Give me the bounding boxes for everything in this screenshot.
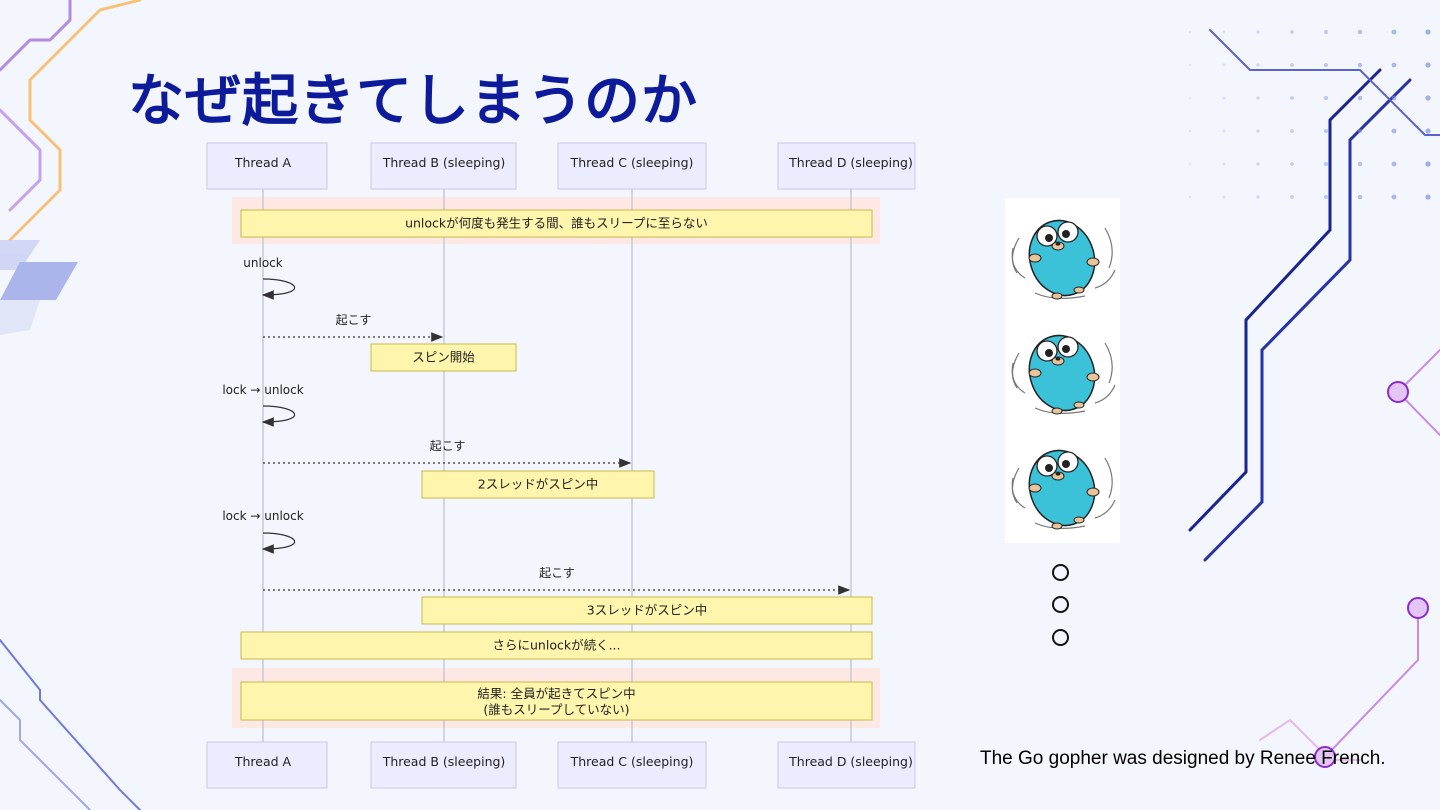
- self-call-label: lock → unlock: [222, 383, 303, 397]
- bullet-circle: [1052, 629, 1069, 646]
- gopher-credit: The Go gopher was designed by Renee Fren…: [980, 748, 1386, 769]
- note-box: [370, 343, 517, 372]
- participant-label: Thread C (sleeping): [570, 155, 694, 170]
- note-box: [421, 470, 655, 499]
- self-call-arrow: [261, 405, 296, 427]
- note-box: [240, 631, 873, 660]
- spinning-gopher-icon: [1011, 219, 1116, 300]
- participant-label: Thread C (sleeping): [570, 754, 694, 769]
- purple-nodes: [1314, 381, 1429, 768]
- note-text: スピン開始: [412, 350, 475, 365]
- left-blue-trace: [0, 639, 141, 810]
- note-box: [421, 596, 873, 625]
- note-box: [240, 209, 873, 238]
- message-label: 起こす: [430, 439, 466, 453]
- note-text: 2スレッドがスピン中: [478, 477, 598, 492]
- page-title: なぜ起きてしまうのか: [128, 69, 698, 134]
- self-call-arrow: [261, 532, 296, 554]
- top-right-trace: [1209, 29, 1440, 136]
- participant-box: [370, 741, 517, 789]
- participant-label: Thread B (sleeping): [382, 155, 506, 170]
- self-call-arrow: [261, 278, 296, 300]
- right-navy-trace: [1188, 68, 1382, 532]
- participant-label: Thread A: [234, 754, 292, 769]
- message-label: 起こす: [539, 566, 575, 580]
- bullet-circle: [1052, 596, 1069, 613]
- participant-box: [557, 142, 707, 190]
- spinning-gopher-icon: [1011, 334, 1116, 415]
- spinning-gopher-icon: [1011, 449, 1116, 530]
- top-left-purple-trace: [0, 0, 72, 72]
- self-call-label: unlock: [243, 256, 282, 270]
- participant-box: [370, 142, 517, 190]
- participant-box: [206, 741, 328, 789]
- participant-box: [206, 142, 328, 190]
- participant-label: Thread D (sleeping): [788, 754, 913, 769]
- note-text: 3スレッドがスピン中: [587, 603, 707, 618]
- bottom-right-purple-trace: [1324, 607, 1419, 758]
- left-polygon-shapes: [0, 240, 78, 335]
- participant-label: Thread A: [234, 155, 292, 170]
- bottom-right-trace: [1259, 718, 1361, 761]
- note-text: (誰もスリープしていない): [483, 702, 629, 717]
- participant-label: Thread B (sleeping): [382, 754, 506, 769]
- bullet-circle: [1052, 564, 1069, 581]
- participant-box: [777, 741, 916, 789]
- dot-grid-pattern: [1188, 29, 1431, 200]
- note-box: [240, 681, 873, 721]
- participant-box: [557, 741, 707, 789]
- note-text: 結果: 全員が起きてスピン中: [477, 686, 635, 701]
- self-call-label: lock → unlock: [222, 509, 303, 523]
- message-label: 起こす: [336, 313, 372, 327]
- left-blue-trace-2: [0, 699, 91, 810]
- participant-box: [777, 142, 916, 190]
- note-text: さらにunlockが続く...: [493, 638, 621, 653]
- gopher-image-panel: [1005, 198, 1120, 543]
- top-left-orange-trace: [8, 0, 142, 242]
- top-left-purple-trace-2: [0, 108, 42, 212]
- participant-label: Thread D (sleeping): [788, 155, 913, 170]
- note-text: unlockが何度も発生する間、誰もスリープに至らない: [405, 216, 708, 231]
